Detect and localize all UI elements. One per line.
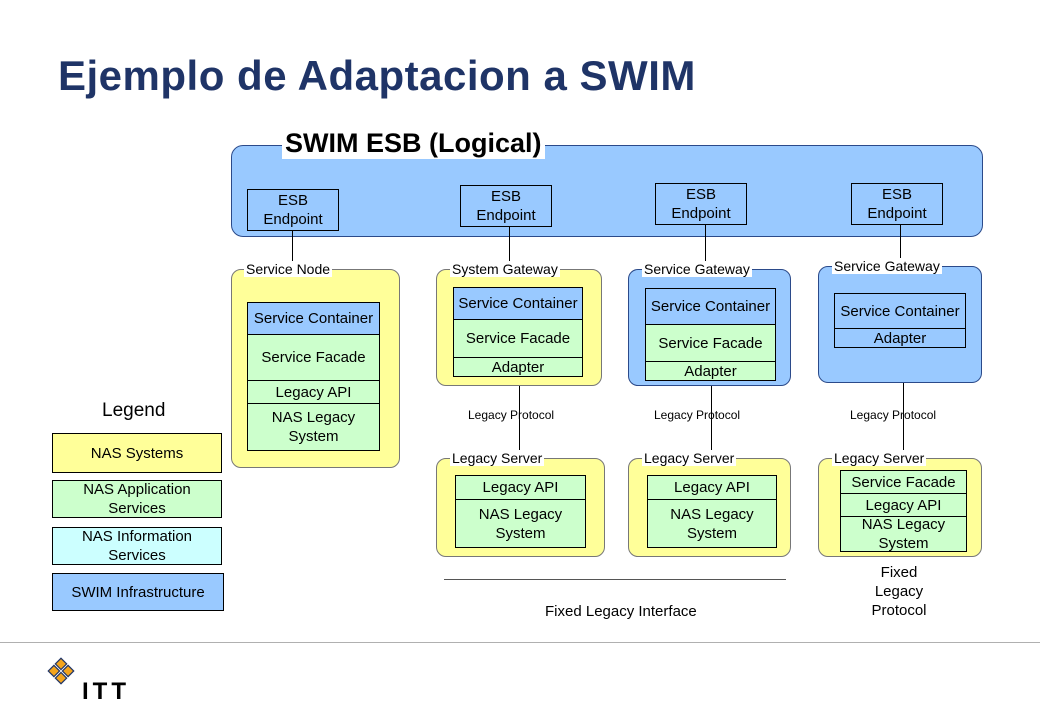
service-container: Service Container (834, 293, 966, 329)
connector-line (519, 375, 520, 476)
esb-endpoint: ESB Endpoint (460, 185, 552, 227)
esb-title: SWIM ESB (Logical) (282, 128, 545, 159)
legend-item-nas-application-services: NAS Application Services (52, 480, 222, 518)
legacy-protocol-label: Legacy Protocol (468, 408, 555, 422)
service-container: Service Container (247, 302, 380, 335)
service-facade: Service Facade (453, 319, 583, 358)
service-facade: Service Facade (247, 334, 380, 381)
itt-logo-icon (46, 656, 76, 686)
fixed-legacy-protocol-label: Fixed Legacy Protocol (871, 564, 927, 619)
legacy-protocol-label: Legacy Protocol (654, 408, 741, 422)
itt-logo-text: ITT (82, 678, 130, 705)
legend-item-nas-systems: NAS Systems (52, 433, 222, 473)
system-gateway-label: System Gateway (450, 261, 560, 277)
adapter: Adapter (645, 361, 776, 381)
nas-legacy-system: NAS Legacy System (247, 403, 380, 451)
service-gateway-label: Service Gateway (642, 261, 752, 277)
adapter: Adapter (453, 357, 583, 377)
adapter: Adapter (834, 328, 966, 348)
esb-endpoint: ESB Endpoint (655, 183, 747, 225)
service-container: Service Container (645, 288, 776, 325)
legacy-protocol-label: Legacy Protocol (850, 408, 937, 422)
esb-endpoint: ESB Endpoint (247, 189, 339, 231)
service-node-label: Service Node (244, 261, 333, 277)
legend-item-swim-infrastructure: SWIM Infrastructure (52, 573, 224, 611)
legacy-api: Legacy API (247, 380, 380, 404)
interface-divider (444, 579, 786, 580)
connector-line (903, 347, 904, 471)
connector-line (705, 223, 706, 289)
nas-legacy-system: NAS Legacy System (455, 499, 586, 548)
fixed-legacy-interface-label: Fixed Legacy Interface (545, 603, 697, 620)
legacy-server-label: Legacy Server (832, 450, 927, 466)
legacy-server-label: Legacy Server (642, 450, 737, 466)
service-container: Service Container (453, 287, 583, 320)
legacy-api: Legacy API (455, 475, 586, 500)
esb-endpoint: ESB Endpoint (851, 183, 943, 225)
legacy-api: Legacy API (840, 493, 967, 517)
nas-legacy-system: NAS Legacy System (840, 516, 967, 552)
slide-title: Ejemplo de Adaptacion a SWIM (58, 52, 696, 99)
connector-line (711, 380, 712, 476)
footer-separator (0, 642, 1040, 643)
legacy-api: Legacy API (647, 475, 777, 500)
service-facade: Service Facade (645, 324, 776, 362)
service-gateway-label: Service Gateway (832, 258, 942, 274)
service-facade: Service Facade (840, 470, 967, 494)
connector-line (509, 225, 510, 288)
legacy-server-label: Legacy Server (450, 450, 545, 466)
legend-item-nas-information-services: NAS Information Services (52, 527, 222, 565)
legend-title: Legend (102, 400, 166, 421)
nas-legacy-system: NAS Legacy System (647, 499, 777, 548)
